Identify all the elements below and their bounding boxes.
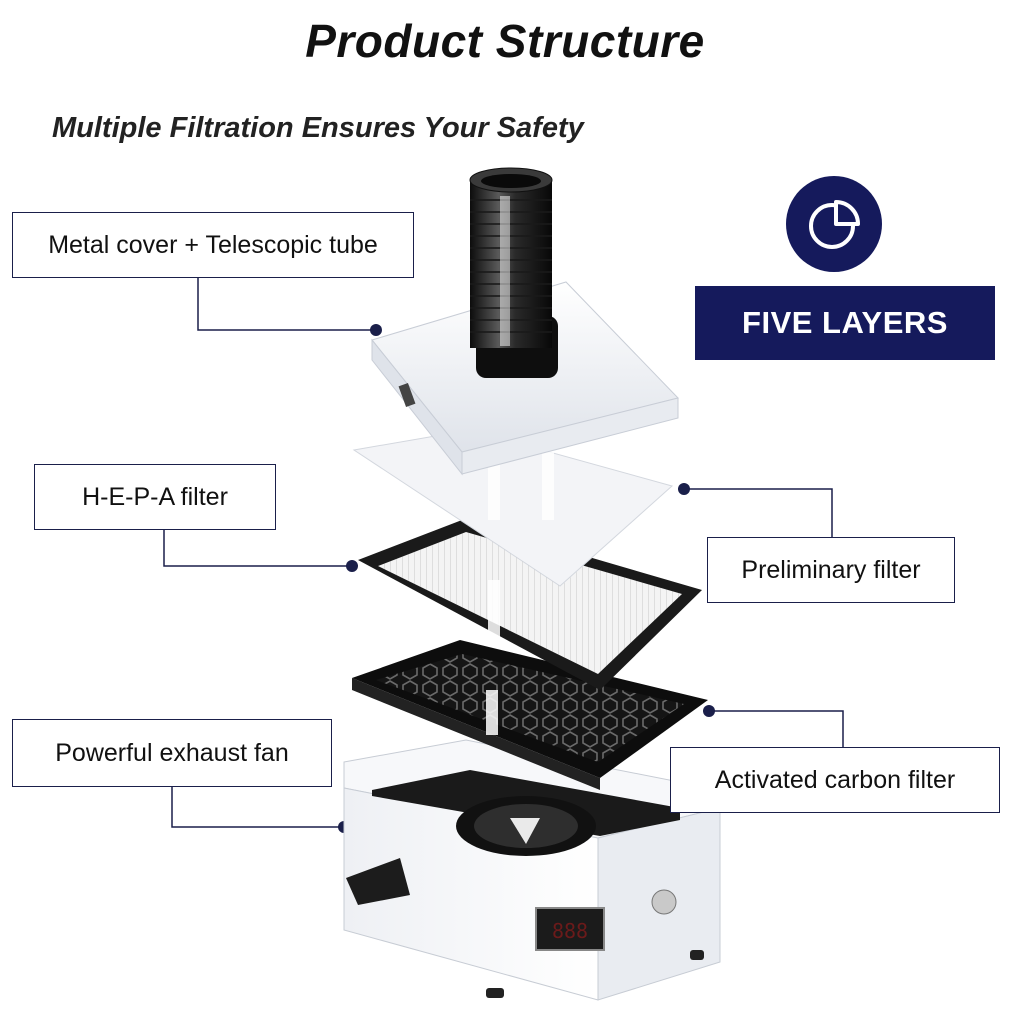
digital-display: 888 xyxy=(552,919,588,943)
callout-preliminary-filter-text: Preliminary filter xyxy=(741,555,921,584)
callout-metal-cover-text: Metal cover + Telescopic tube xyxy=(48,230,378,259)
callout-exhaust-fan-text: Powerful exhaust fan xyxy=(55,738,289,767)
base-unit: 888 xyxy=(343,739,721,1001)
callout-carbon-filter: Activated carbon filter xyxy=(670,747,1000,813)
page-title: Product Structure xyxy=(305,15,705,67)
hepa-filter-layer xyxy=(358,520,702,690)
callout-hepa-filter-text: H-E-P-A filter xyxy=(82,482,228,511)
preliminary-filter-layer xyxy=(352,429,674,587)
telescopic-tube xyxy=(469,167,558,378)
callout-hepa-filter: H-E-P-A filter xyxy=(34,464,276,530)
callout-metal-cover: Metal cover + Telescopic tube xyxy=(12,212,414,278)
five-layers-badge: FIVE LAYERS xyxy=(695,286,995,360)
carbon-filter-layer xyxy=(352,640,708,790)
callout-exhaust-fan: Powerful exhaust fan xyxy=(12,719,332,787)
pie-chart-icon xyxy=(786,176,882,272)
page-subtitle: Multiple Filtration Ensures Your Safety xyxy=(52,112,584,144)
callout-preliminary-filter: Preliminary filter xyxy=(707,537,955,603)
callout-carbon-filter-text: Activated carbon filter xyxy=(714,765,956,794)
